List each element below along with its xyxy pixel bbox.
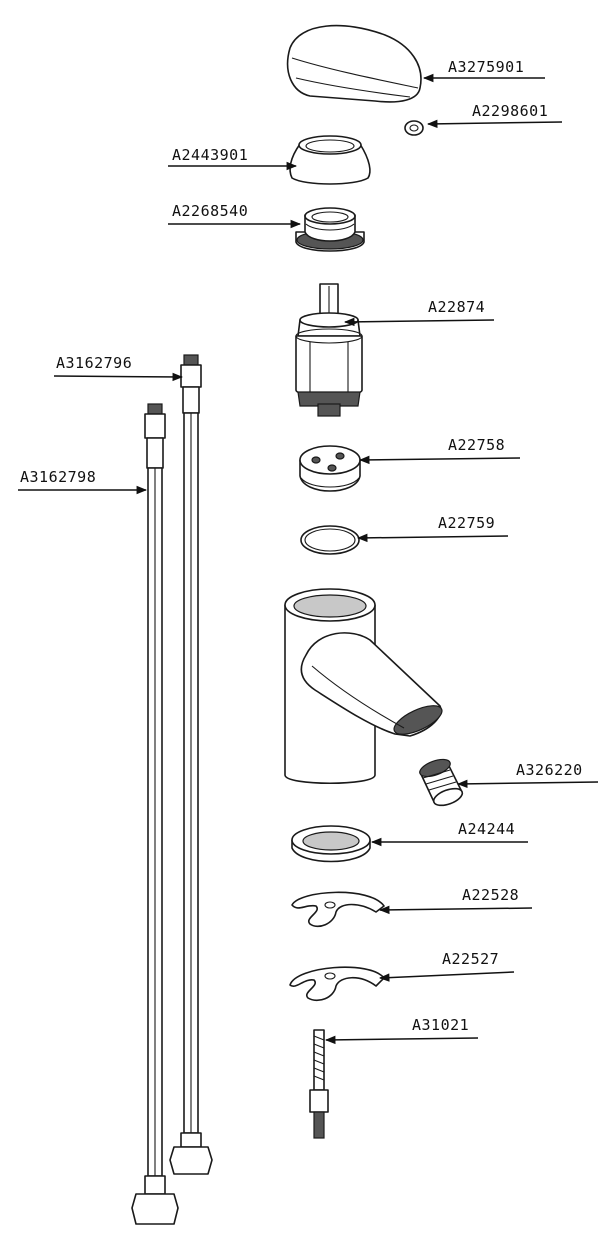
faucet-body-drawing: [284, 588, 443, 784]
svg-text:A22527: A22527: [442, 950, 499, 968]
svg-text:A3162796: A3162796: [56, 354, 132, 372]
svg-text:A2268540: A2268540: [172, 202, 248, 220]
svg-text:A326220: A326220: [516, 761, 583, 779]
part-label-a2268540: A2268540: [168, 202, 302, 229]
cap-dome-drawing: [289, 135, 371, 185]
threaded-stud-drawing: [309, 1029, 329, 1139]
part-label-a22758: A22758: [358, 436, 521, 465]
o-ring-drawing: [300, 525, 360, 555]
aerator-drawing: [419, 758, 464, 807]
ring-nut-drawing: [295, 207, 365, 252]
part-label-a3275901: A3275901: [422, 58, 545, 83]
part-label-a31021: A31021: [324, 1016, 479, 1045]
part-label-a22759: A22759: [356, 514, 509, 543]
part-label-a22528: A22528: [378, 886, 533, 915]
part-label-a22874: A22874: [343, 298, 495, 327]
small-clip-drawing: [404, 120, 424, 136]
svg-text:A22759: A22759: [438, 514, 495, 532]
flex-hose-short-drawing: [169, 354, 213, 1175]
handle-lever-drawing: [286, 24, 422, 103]
svg-text:A24244: A24244: [458, 820, 515, 838]
flex-hose-long-drawing: [131, 403, 179, 1225]
svg-text:A22874: A22874: [428, 298, 485, 316]
valve-disc-drawing: [299, 445, 361, 492]
svg-text:A22758: A22758: [448, 436, 505, 454]
horseshoe-washer-lower-drawing: [289, 966, 385, 1002]
svg-text:A2298601: A2298601: [472, 102, 548, 120]
svg-text:A3162798: A3162798: [20, 468, 96, 486]
svg-text:A22528: A22528: [462, 886, 519, 904]
svg-text:A31021: A31021: [412, 1016, 469, 1034]
part-label-a22527: A22527: [378, 950, 515, 982]
part-label-a3162796: A3162796: [53, 354, 184, 382]
part-label-a2298601: A2298601: [426, 102, 563, 129]
part-label-a3162798: A3162798: [18, 468, 148, 495]
part-label-a24244: A24244: [370, 820, 528, 847]
horseshoe-washer-upper-drawing: [291, 891, 385, 928]
cartridge-drawing: [295, 283, 363, 417]
base-gasket-drawing: [291, 825, 371, 863]
part-label-a2443901: A2443901: [168, 146, 298, 171]
svg-text:A3275901: A3275901: [448, 58, 524, 76]
part-label-a326220: A326220: [456, 761, 599, 789]
svg-text:A2443901: A2443901: [172, 146, 248, 164]
